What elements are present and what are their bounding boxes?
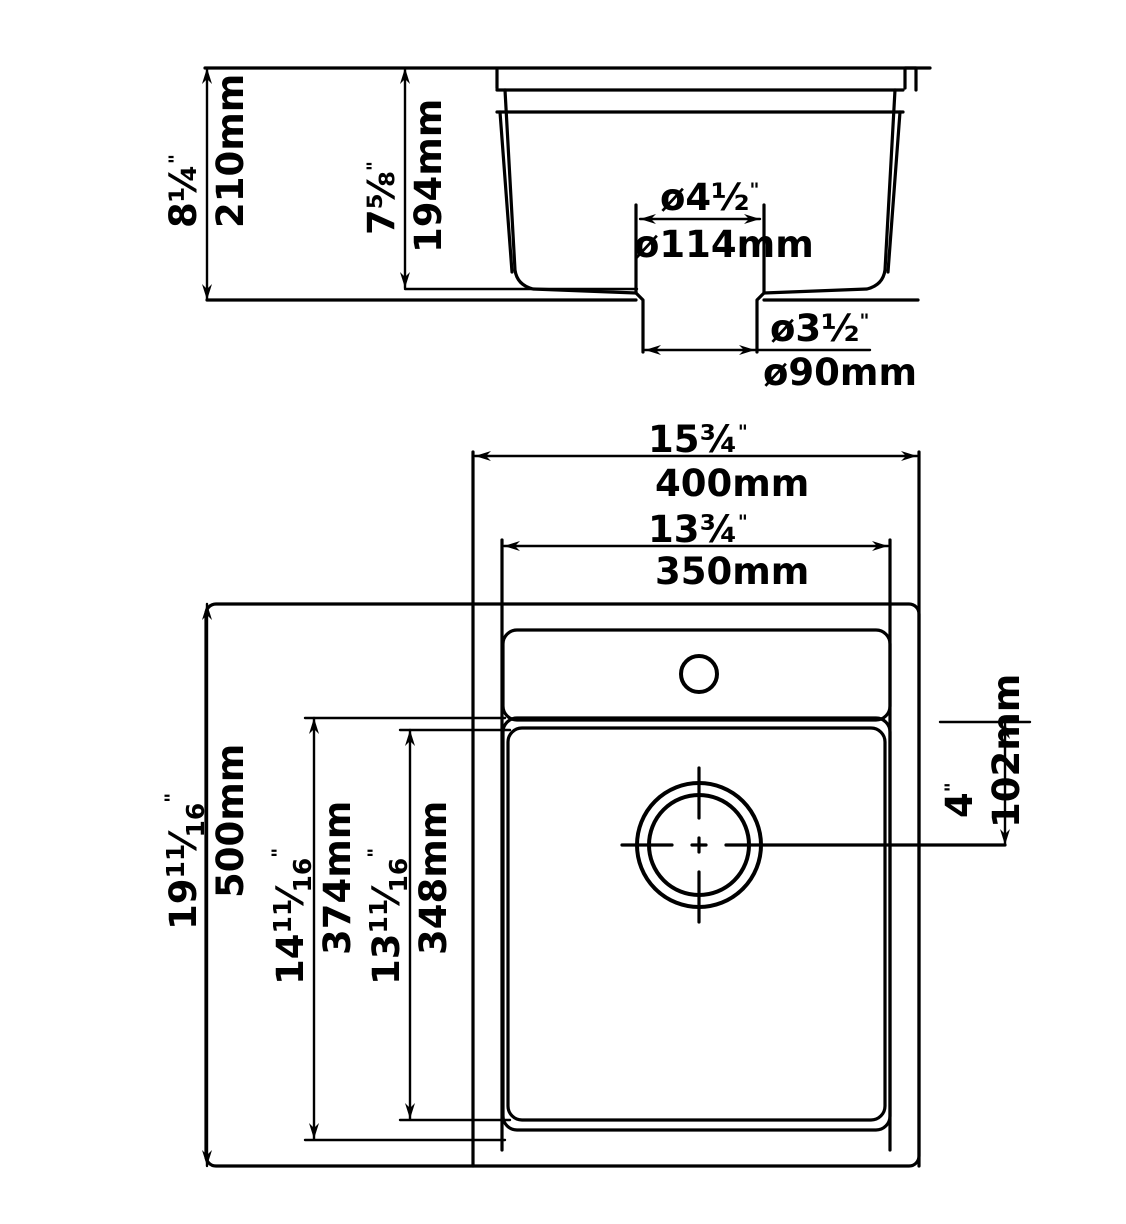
dim-overall-width — [473, 451, 919, 461]
arrowhead-down-348 — [405, 1103, 415, 1119]
label-348-imperial: 1311⁄16" — [364, 848, 413, 985]
label-400-imperial: 15¾" — [648, 418, 748, 461]
faucet-deck-outline — [501, 628, 892, 722]
section-view — [202, 66, 932, 355]
label-114-imperial: ø4½" — [660, 176, 759, 219]
arrowhead-left-90 — [645, 345, 661, 355]
bowl-wall-left — [503, 88, 638, 295]
label-500-imperial: 1911⁄16" — [161, 793, 210, 930]
dim-bowl-depth — [400, 66, 639, 291]
arrowhead-left-114 — [640, 214, 656, 224]
label-90-imperial: ø3½" — [770, 307, 869, 350]
label-500-metric: 500mm — [209, 744, 252, 898]
label-348-metric: 348mm — [412, 801, 455, 955]
plan-view — [202, 450, 1032, 1168]
bowl-outer-rim — [501, 716, 892, 1132]
label-90-metric: ø90mm — [763, 351, 917, 394]
dim-overall-depth — [202, 66, 212, 302]
dim-drain-offset — [938, 720, 1032, 847]
label-102-imperial: 4" — [938, 782, 981, 818]
arrowhead-right-350 — [872, 541, 888, 551]
rim-hook-right — [903, 66, 918, 92]
arrowhead-up-194 — [400, 68, 410, 84]
label-350-imperial: 13¾" — [648, 508, 748, 551]
arrowhead-down-210 — [202, 284, 212, 300]
label-210-metric: 210mm — [209, 74, 252, 228]
arrowhead-right-400 — [901, 451, 917, 461]
arrowhead-down-374 — [309, 1123, 319, 1139]
bowl-inner-rim — [506, 726, 887, 1122]
bowl-inner-right — [886, 110, 902, 274]
arrowhead-down-500 — [202, 1150, 212, 1166]
arrowhead-up-500 — [202, 604, 212, 620]
arrowhead-up-210 — [202, 68, 212, 84]
drain-neck-left — [634, 291, 645, 354]
dim-bowl-length-inner — [398, 728, 512, 1122]
label-374-imperial: 1411⁄16" — [268, 848, 317, 985]
arrowhead-up-102 — [1000, 723, 1010, 739]
label-210-imperial: 8¼" — [162, 154, 205, 228]
dim-bowl-width — [502, 541, 890, 551]
bowl-wall-right — [762, 88, 897, 295]
label-350-metric: 350mm — [655, 550, 809, 593]
arrowhead-right-114 — [744, 214, 760, 224]
arrowhead-right-90 — [739, 345, 755, 355]
section-dim-labels: 8¼" 210mm 7⅝" 194mm ø4½" ø114mm ø3½" ø90… — [162, 74, 917, 394]
plan-dim-labels: 15¾" 400mm 13¾" 350mm 1911⁄16" 500mm 141… — [161, 418, 1028, 985]
dim-bowl-length-outer — [303, 716, 507, 1142]
arrowhead-up-374 — [309, 718, 319, 734]
drain-centerline — [620, 766, 1007, 924]
dim-overall-length — [202, 602, 212, 1168]
arrowhead-down-194 — [400, 272, 410, 288]
label-194-imperial: 7⅝" — [360, 161, 403, 235]
drain-neck-right — [755, 291, 766, 354]
arrowhead-up-348 — [405, 730, 415, 746]
label-374-metric: 374mm — [316, 801, 359, 955]
arrowhead-down-102 — [1000, 829, 1010, 845]
dim-drain-upper — [638, 214, 762, 224]
arrowhead-left-350 — [504, 541, 520, 551]
label-102-metric: 102mm — [985, 674, 1028, 828]
bowl-inner-left — [498, 110, 514, 274]
dim-drain-lower — [643, 345, 872, 355]
label-400-metric: 400mm — [655, 462, 809, 505]
faucet-hole — [679, 654, 719, 694]
label-194-metric: 194mm — [407, 99, 450, 253]
arrowhead-left-400 — [475, 451, 491, 461]
label-114-metric: ø114mm — [634, 223, 814, 266]
